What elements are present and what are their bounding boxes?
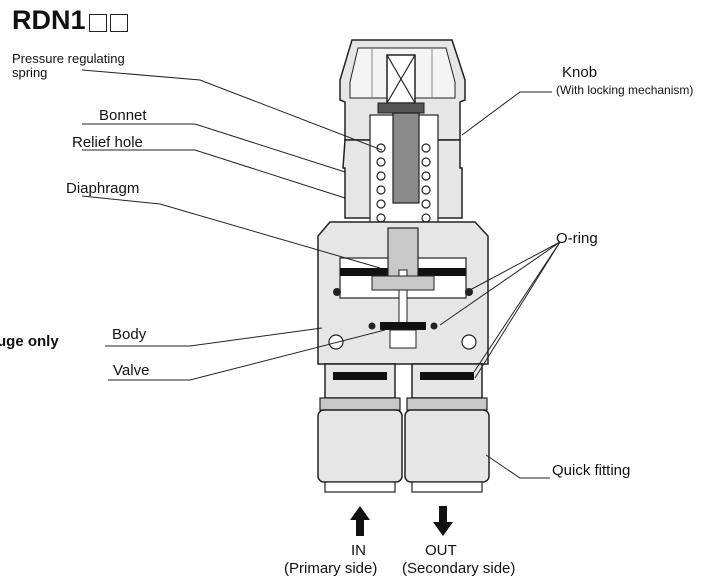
leader-lines [81, 69, 561, 479]
label-pressure-regulating-spring: Pressure regulating spring [12, 51, 125, 80]
code-box-1 [88, 14, 107, 32]
label-relief-hole: Relief hole [72, 134, 143, 151]
arrow-out [433, 506, 453, 536]
label-diaphragm: Diaphragm [66, 180, 140, 197]
body-shape [317, 221, 489, 365]
label-bonnet: Bonnet [99, 107, 147, 124]
port-in-note: (Primary side) [284, 560, 378, 577]
label-knob-note: (With locking mechanism) [556, 83, 694, 97]
model-title: RDN1 [12, 4, 128, 39]
port-in-label: IN [351, 542, 366, 559]
model-title-text: RDN1 [12, 5, 86, 35]
label-knob: Knob [562, 64, 598, 81]
arrow-in [350, 506, 370, 536]
fitting-right [404, 363, 490, 493]
o-ring-body [333, 288, 473, 330]
code-box-2 [109, 14, 128, 32]
model-code-boxes [86, 7, 128, 39]
label-quick-fitting: Quick fitting [552, 462, 631, 479]
label-valve: Valve [113, 362, 150, 379]
label-o-ring: O-ring [556, 230, 598, 247]
label-body: Body [112, 326, 147, 343]
port-out-note: (Secondary side) [402, 560, 516, 577]
fitting-left [317, 363, 403, 493]
port-out-label: OUT [425, 542, 457, 559]
label-partial-gauge: uge only [0, 333, 59, 350]
